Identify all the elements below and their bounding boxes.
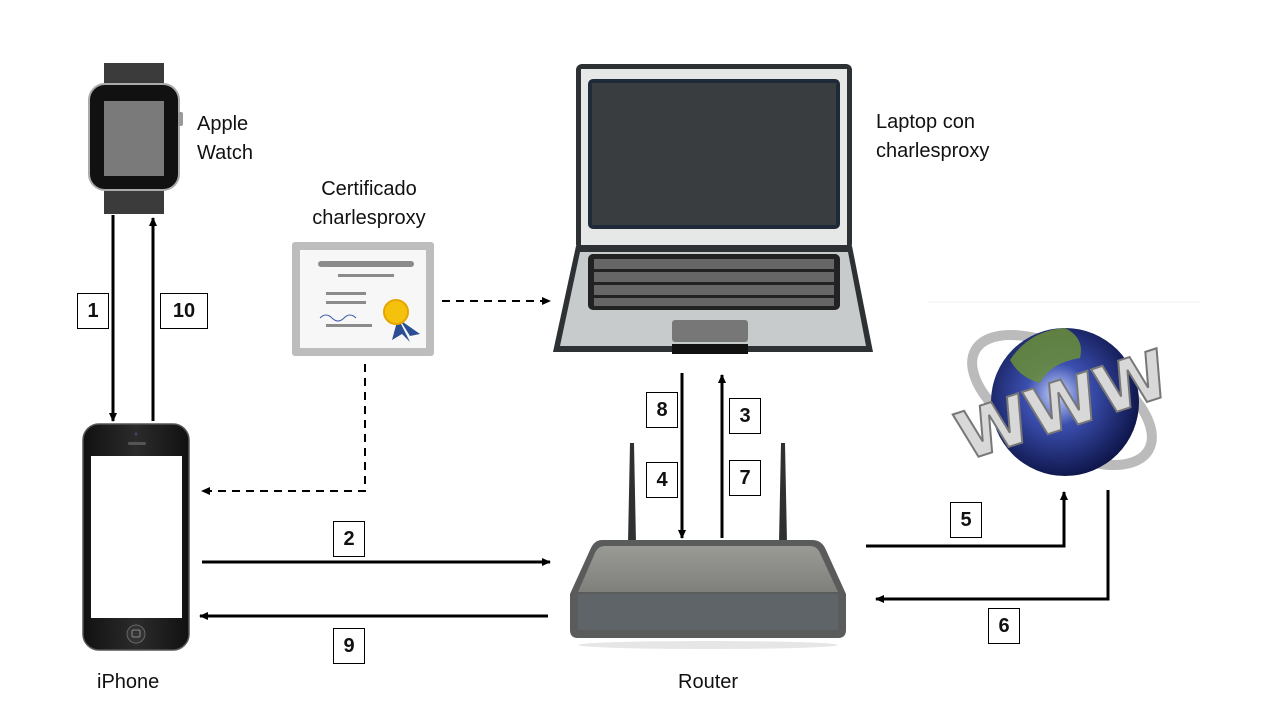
laptop-label-line1: Laptop con (876, 111, 975, 133)
certificate-label-line2: charlesproxy (312, 207, 426, 229)
step-badge-10: 10 (160, 293, 208, 329)
step-badge-4: 4 (646, 462, 678, 498)
step-badge-7: 7 (729, 460, 761, 496)
step-badge-2: 2 (333, 521, 365, 557)
router-icon (570, 443, 846, 649)
apple-watch-label: Apple Watch (197, 110, 253, 168)
arrow-step-5 (866, 491, 1068, 548)
www-globe-icon: WWW (928, 301, 1200, 477)
apple-watch-icon (88, 63, 183, 214)
certificate-label-line1: Certificado (321, 178, 417, 200)
certificate-label: Certificado charlesproxy (307, 175, 431, 233)
step-badge-1: 1 (77, 293, 109, 329)
step-badge-9: 9 (333, 628, 365, 664)
laptop-icon (553, 64, 873, 354)
certificate-install-arrows (201, 297, 551, 495)
flow-arrows (109, 215, 1110, 620)
apple-watch-label-line1: Apple (197, 113, 249, 135)
laptop-label: Laptop con charlesproxy (876, 108, 989, 166)
iphone-label: iPhone (97, 671, 160, 693)
certificate-icon (292, 242, 434, 356)
laptop-label-line2: charlesproxy (876, 140, 990, 162)
apple-watch-label-line2: Watch (197, 142, 253, 164)
step-badge-8: 8 (646, 392, 678, 428)
iphone-icon (82, 423, 190, 651)
step-badge-3: 3 (729, 398, 761, 434)
arrow-step-6 (875, 490, 1110, 603)
step-badge-5: 5 (950, 502, 982, 538)
router-label: Router (678, 671, 739, 693)
dashed-arrow-to-iphone (201, 364, 366, 495)
step-badge-6: 6 (988, 608, 1020, 644)
